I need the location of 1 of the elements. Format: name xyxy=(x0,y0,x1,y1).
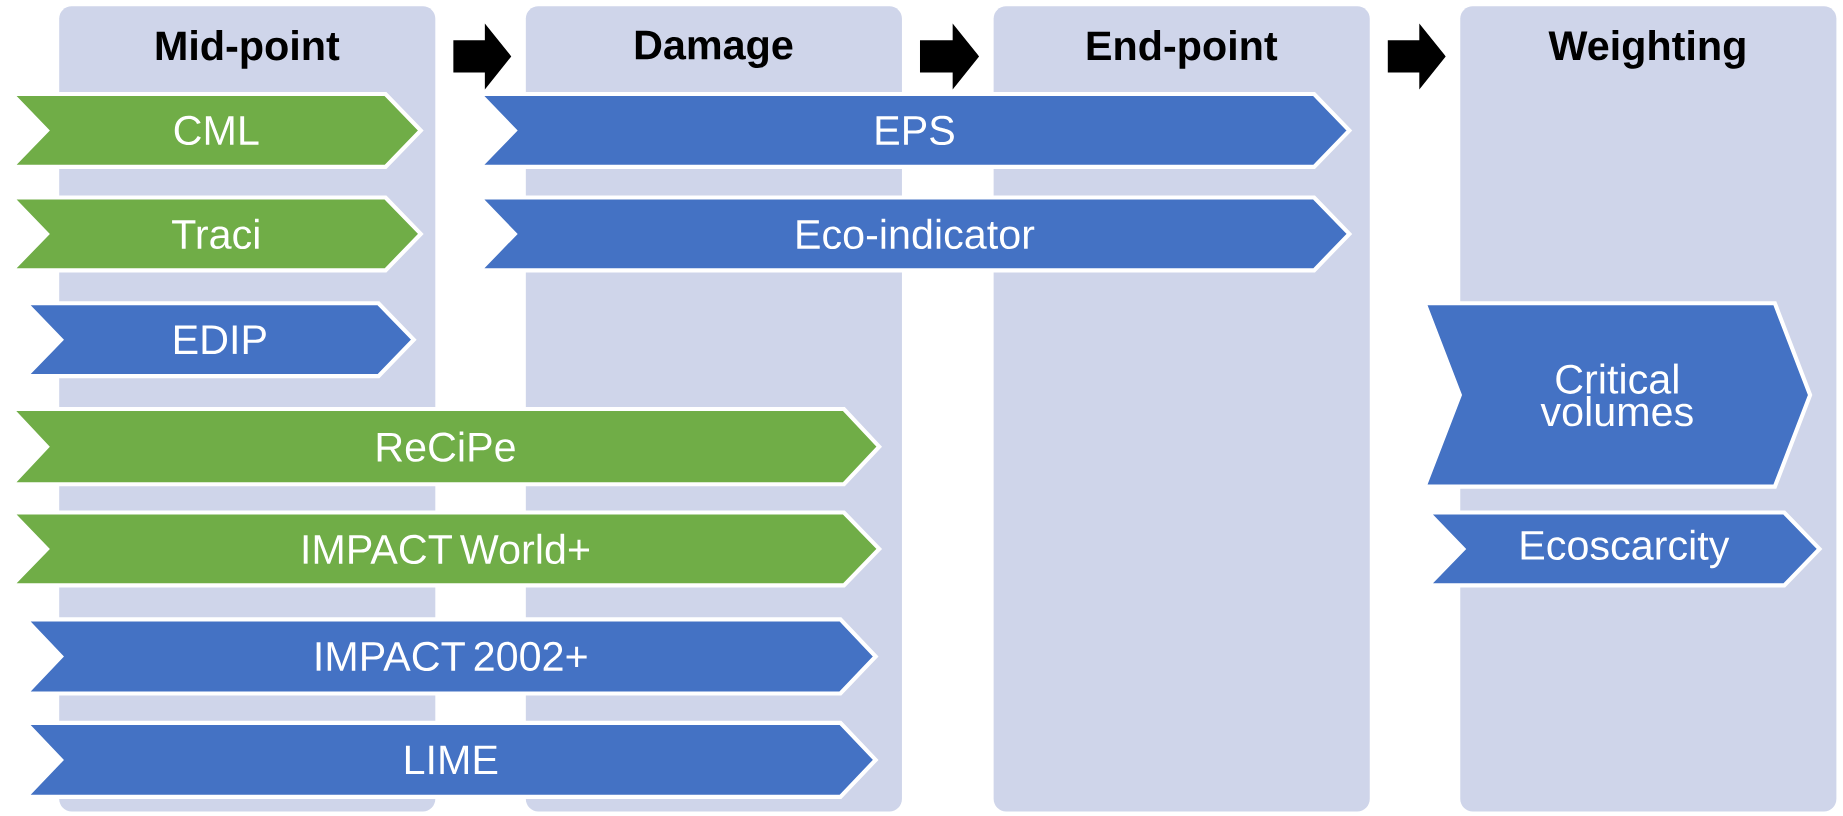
method-banner: Critical volumes xyxy=(1421,301,1813,489)
